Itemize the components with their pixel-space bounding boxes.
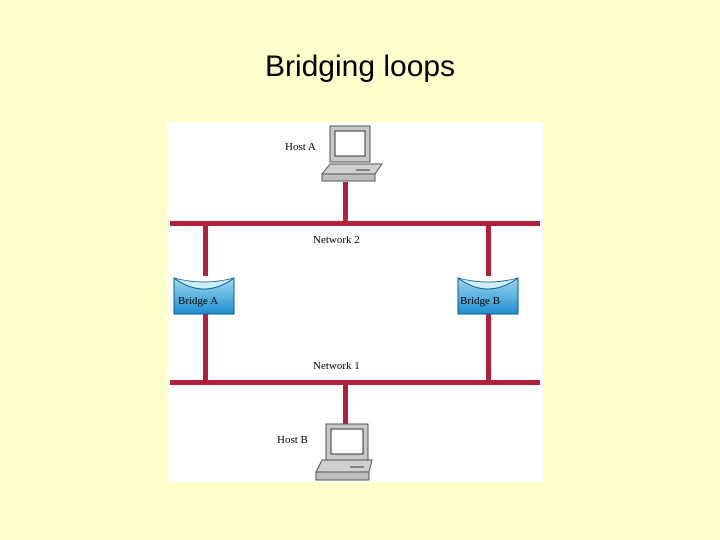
- host-b-label: Host B: [277, 434, 308, 446]
- bridge-a-link-upper: [203, 224, 208, 276]
- host-a-computer-icon: [320, 125, 383, 182]
- bridge-b-link-upper: [486, 224, 491, 276]
- bridge-a-label: Bridge A: [178, 295, 218, 307]
- network-1-bus: [170, 380, 540, 385]
- host-a-link: [343, 182, 348, 224]
- host-b-link: [343, 384, 348, 430]
- network-1-label: Network 1: [313, 360, 360, 372]
- network-diagram: Host A Network 2 Bridge A Bridge B Netwo…: [167, 122, 543, 482]
- network-2-bus: [170, 221, 540, 226]
- slide-title: Bridging loops: [264, 50, 456, 83]
- bridge-b-icon: [457, 277, 519, 315]
- bridge-b-link-lower: [486, 314, 491, 382]
- bridge-b-label: Bridge B: [460, 295, 500, 307]
- host-b-computer-icon: [315, 423, 373, 481]
- diagram-canvas: Host A Network 2 Bridge A Bridge B Netwo…: [170, 125, 540, 481]
- network-2-label: Network 2: [313, 234, 360, 246]
- host-a-label: Host A: [285, 141, 316, 153]
- bridge-a-link-lower: [203, 314, 208, 382]
- bridge-a-icon: [173, 277, 235, 315]
- network-links: [170, 182, 540, 430]
